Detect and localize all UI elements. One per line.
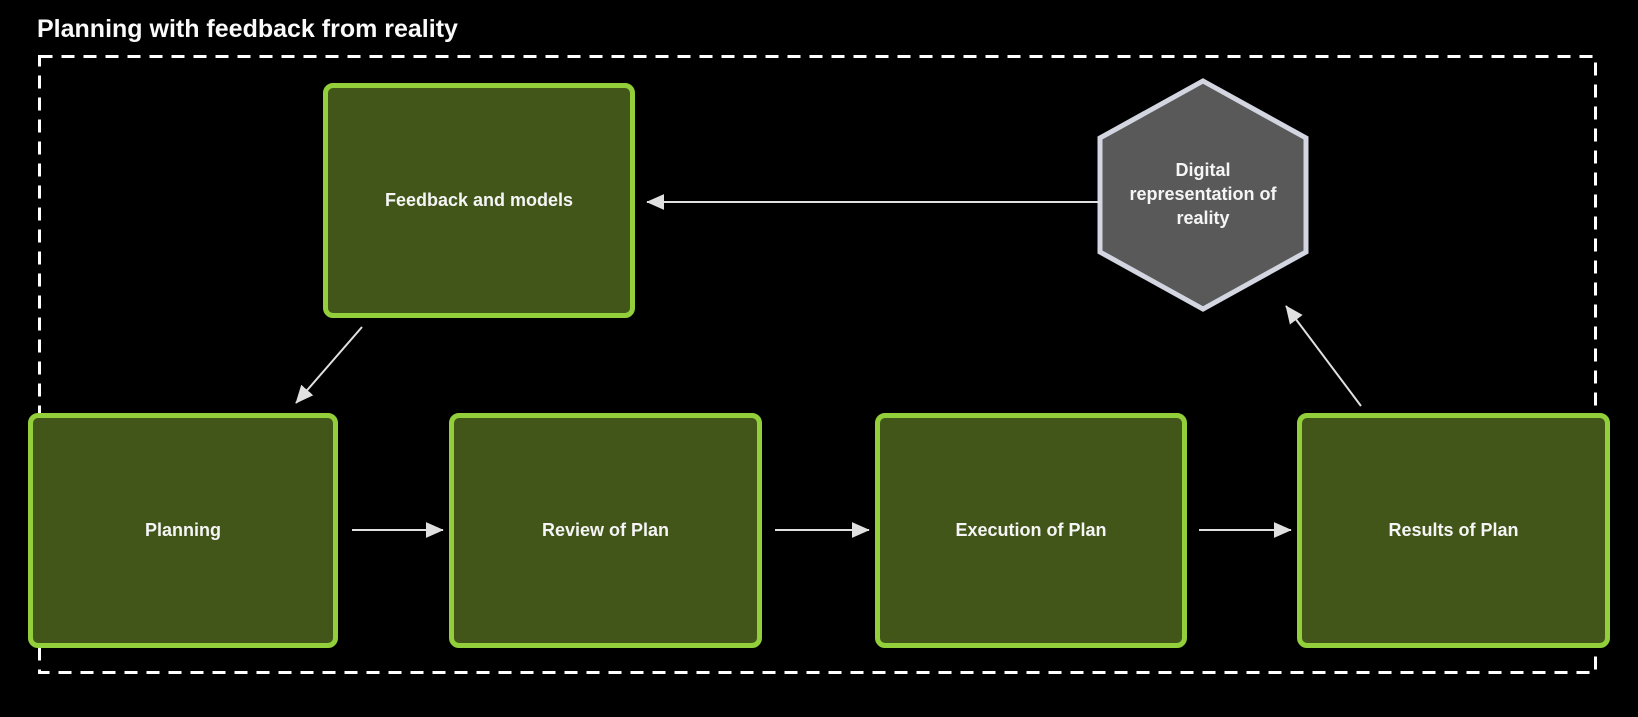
node-digital-representation-label: Digital representation of reality: [1129, 160, 1277, 228]
dashed-boundary: [38, 55, 1597, 674]
node-feedback-and-models: Feedback and models: [323, 83, 635, 318]
node-planning: Planning: [28, 413, 338, 648]
node-review-label: Review of Plan: [541, 520, 670, 540]
node-review-of-plan: Review of Plan: [449, 413, 762, 648]
node-execution-of-plan: Execution of Plan: [875, 413, 1187, 648]
edge-results-to-digital: [1285, 305, 1362, 407]
node-execution-label: Execution of Plan: [955, 520, 1107, 540]
hexagon-digital-representation: [1097, 78, 1309, 312]
node-results-label: Results of Plan: [1388, 520, 1519, 540]
edge-feedback-to-planning: [295, 326, 363, 404]
node-results-of-plan: Results of Plan: [1297, 413, 1610, 648]
diagram-title: Planning with feedback from reality: [37, 15, 458, 43]
node-planning-label: Planning: [145, 520, 221, 540]
node-feedback-label: Feedback and models: [384, 190, 574, 210]
